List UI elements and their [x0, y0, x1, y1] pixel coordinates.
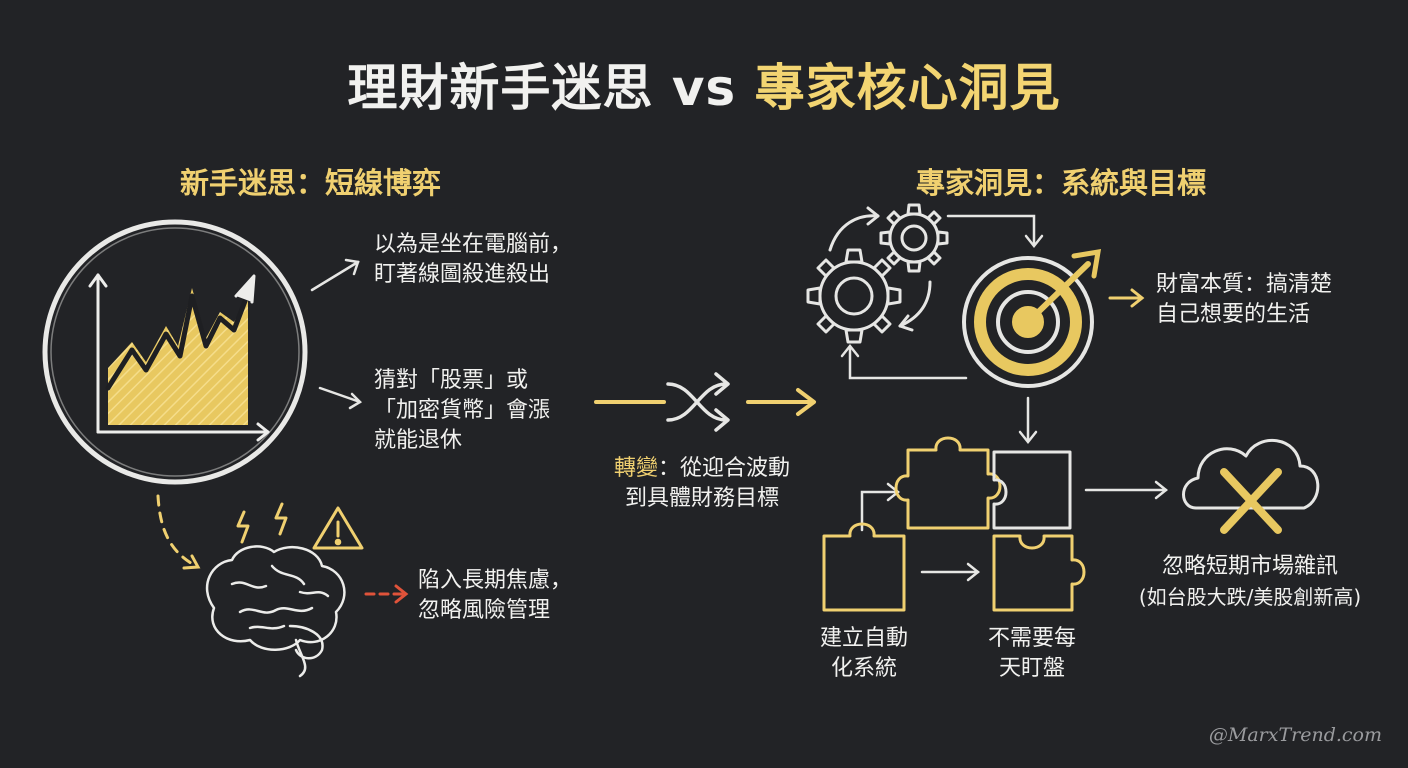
- note-ignore-noise-line2: (如台股大跌/美股創新高): [1138, 585, 1362, 609]
- note-anxiety: 陷入長期焦慮， 忽略風險管理: [418, 566, 572, 626]
- note-ignore-noise: 忽略短期市場雜訊 (如台股大跌/美股創新高): [1118, 552, 1382, 612]
- note-no-watching-line2: 天盯盤: [998, 656, 1065, 681]
- note-no-watching-line1: 不需要每: [987, 626, 1076, 651]
- lightning-icon: [236, 502, 288, 544]
- transition-label: 轉變：從迎合波動 到具體財務目標: [590, 454, 814, 514]
- note-guess-retire-line1: 猜對「股票」或: [374, 368, 529, 393]
- note-screen-trading-line1: 以為是坐在電腦前，: [374, 232, 573, 257]
- note-anxiety-line1: 陷入長期焦慮，: [418, 568, 573, 593]
- dashed-arrow-to-anxiety: [364, 584, 409, 604]
- dashed-arrow-to-brain: [156, 494, 201, 570]
- warning-icon: [312, 506, 364, 550]
- note-anxiety-line2: 忽略風險管理: [418, 598, 551, 623]
- cloud-cross-icon: [1182, 439, 1320, 534]
- note-no-watching: 不需要每 天盯盤: [964, 624, 1100, 684]
- transition-label-line1: 轉變：從迎合波動: [590, 454, 814, 484]
- transition-label-line2: 到具體財務目標: [624, 486, 779, 511]
- title-insight: 專家核心洞見: [754, 59, 1061, 117]
- myth-arrows: [310, 258, 363, 410]
- rising-chart-icon: [42, 219, 308, 485]
- note-wealth-essence-line1: 財富本質：搞清楚: [1156, 272, 1333, 297]
- flow-arrows: [840, 214, 1169, 582]
- gear-icon: [806, 203, 949, 344]
- note-auto-system: 建立自動 化系統: [796, 624, 932, 684]
- note-screen-trading: 以為是坐在電腦前， 盯著線圖殺進殺出: [374, 230, 572, 290]
- note-guess-retire-line3: 就能退休: [374, 428, 463, 453]
- note-guess-retire: 猜對「股票」或 「加密貨幣」會漲 就能退休: [374, 366, 550, 456]
- note-wealth-essence: 財富本質：搞清楚 自己想要的生活: [1156, 270, 1332, 330]
- note-auto-system-line2: 化系統: [830, 656, 897, 681]
- puzzle-icon: [822, 436, 1086, 612]
- transition-label-rest: ：從迎合波動: [658, 456, 791, 481]
- shuffle-icon: [594, 372, 816, 432]
- title-vs: vs: [671, 59, 737, 117]
- note-wealth-essence-line2: 自己想要的生活: [1156, 302, 1311, 327]
- note-guess-retire-line2: 「加密貨幣」會漲: [374, 398, 551, 423]
- left-heading: 新手迷思：短線博弈: [180, 166, 442, 200]
- note-screen-trading-line2: 盯著線圖殺進殺出: [374, 262, 551, 287]
- right-heading: 專家洞見：系統與目標: [916, 166, 1207, 200]
- transition-label-accent: 轉變: [613, 456, 658, 481]
- watermark: @MarxTrend.com: [1208, 724, 1382, 746]
- note-auto-system-line1: 建立自動: [819, 626, 908, 651]
- note-ignore-noise-line1: 忽略短期市場雜訊: [1161, 554, 1338, 579]
- page-title: 理財新手迷思 vs 專家核心洞見: [0, 48, 1408, 120]
- target-icon: [962, 248, 1145, 388]
- title-myth: 理財新手迷思: [347, 59, 654, 117]
- brain-icon: [205, 545, 346, 678]
